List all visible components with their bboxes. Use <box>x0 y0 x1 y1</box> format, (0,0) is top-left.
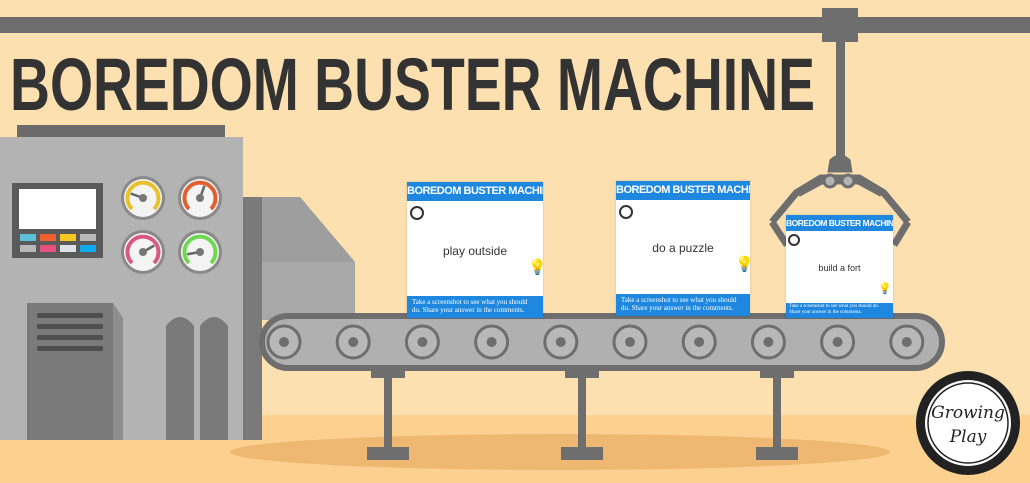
claw <box>769 154 911 247</box>
activity-card-3: BOREDOM BUSTER MACHINE build a fort 💡 Ta… <box>786 215 893 318</box>
conveyor-wheel <box>889 324 925 360</box>
lightbulb-icon: 💡 <box>528 259 547 276</box>
lightbulb-icon: 💡 <box>735 256 754 273</box>
card-header: BOREDOM BUSTER MACHINE <box>407 182 543 201</box>
control-buttons <box>20 234 96 252</box>
pipe-left <box>166 317 194 440</box>
page-title: BOREDOM BUSTER MACHINE <box>10 43 815 126</box>
control-button <box>40 234 56 241</box>
pipe-right <box>200 317 228 440</box>
logo-line1: Growing <box>931 403 1005 423</box>
conveyor-wheel <box>335 324 371 360</box>
activity-card-2: BOREDOM BUSTER MACHINE do a puzzle 💡 Tak… <box>616 181 754 316</box>
card-footer: Take a screenshot to see what you should… <box>786 303 893 318</box>
top-rail <box>0 17 1030 33</box>
conveyor-wheel <box>681 324 717 360</box>
logo-line2: Play <box>949 427 987 447</box>
conveyor-wheels <box>266 324 925 360</box>
gauge <box>121 230 165 274</box>
card-header: BOREDOM BUSTER MACHINE <box>616 181 750 200</box>
conveyor-wheel <box>404 324 440 360</box>
growing-play-mini-logo <box>788 234 800 246</box>
control-button <box>40 245 56 252</box>
vent-slots <box>37 313 103 351</box>
conveyor-wheel <box>543 324 579 360</box>
card-activity: build a fort <box>818 263 861 273</box>
lightbulb-icon: 💡 <box>878 283 892 295</box>
card-activity: play outside <box>442 244 508 258</box>
conveyor-wheel <box>820 324 856 360</box>
control-button <box>60 234 76 241</box>
conveyor-wheel <box>474 324 510 360</box>
control-button <box>20 234 36 241</box>
conveyor-wheel <box>612 324 648 360</box>
gauges <box>121 176 222 274</box>
vent-panel <box>27 303 113 440</box>
control-button <box>80 245 96 252</box>
card-header: BOREDOM BUSTER MACHINE <box>786 215 893 231</box>
card-footer: Take a screenshot to see what you should… <box>616 294 750 316</box>
control-button <box>60 245 76 252</box>
control-button <box>80 234 96 241</box>
growing-play-mini-logo <box>619 205 633 219</box>
growing-play-mini-logo <box>410 206 424 220</box>
gauge <box>178 230 222 274</box>
control-screen <box>19 189 96 229</box>
conveyor-wheel <box>266 324 302 360</box>
conveyor-wheel <box>750 324 786 360</box>
activity-card-1: BOREDOM BUSTER MACHINE play outside 💡 Ta… <box>407 182 547 318</box>
control-button <box>20 245 36 252</box>
rail-clamp <box>822 8 858 42</box>
machine-side <box>243 197 262 440</box>
card-activity: do a puzzle <box>652 241 714 255</box>
card-footer: Take a screenshot to see what you should… <box>407 296 543 318</box>
floor-shadow <box>230 434 890 470</box>
gauge <box>121 176 165 220</box>
gauge <box>178 176 222 220</box>
claw-rod <box>836 40 845 160</box>
machine-top-cap <box>17 125 225 138</box>
